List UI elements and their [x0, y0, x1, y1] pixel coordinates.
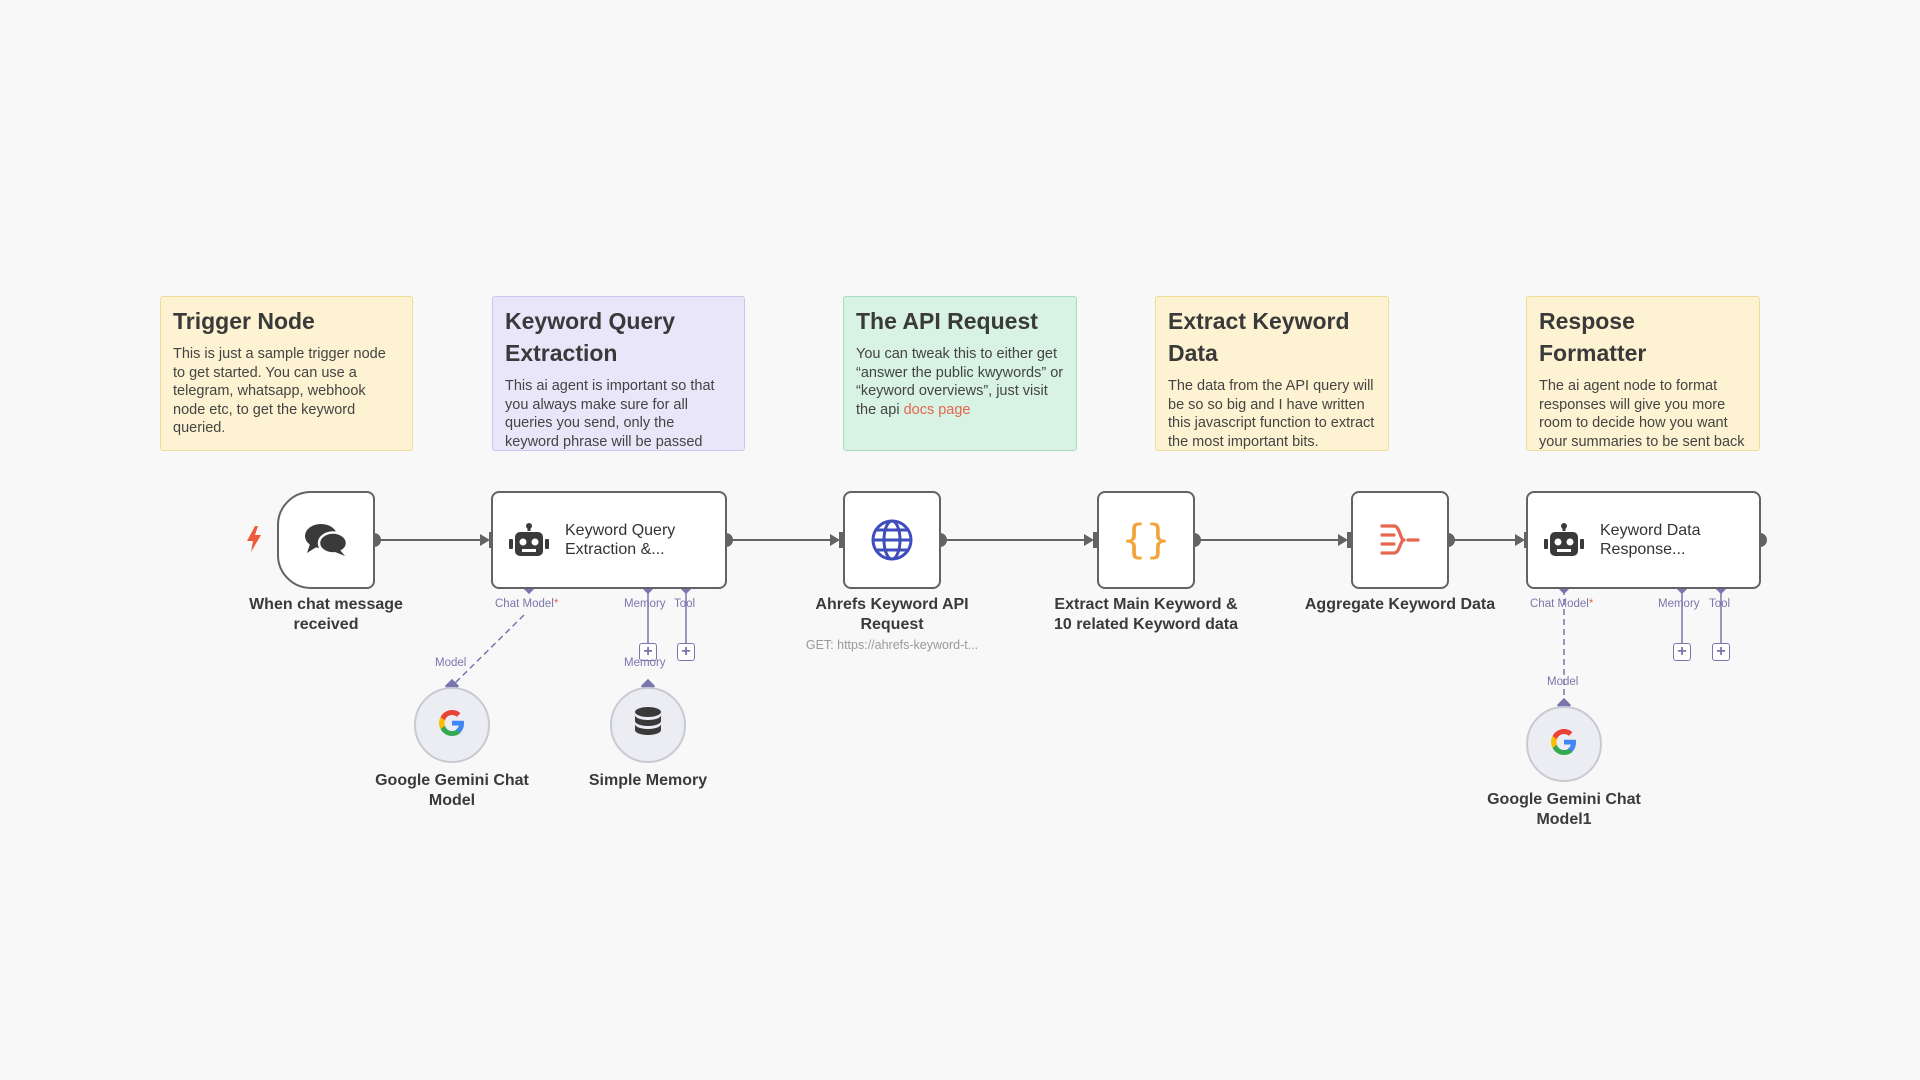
docs-page-link[interactable]: docs page [903, 401, 971, 418]
tool-port-label: Tool [674, 598, 696, 610]
note-title: Respose Formatter [1539, 308, 1647, 366]
memory-port-label: Memory [624, 598, 666, 610]
model-port-label: Model [435, 657, 467, 669]
node-label: Google Gemini Chat Model1 [1487, 791, 1641, 828]
note-title: Extract Keyword Data [1168, 308, 1350, 366]
node-inline-label: Keyword Query Extraction &... [565, 522, 676, 558]
node-label: Google Gemini Chat Model [375, 772, 529, 809]
note-body: This is just a sample trigger node to ge… [173, 346, 386, 436]
sticky-note-query-extraction[interactable]: Keyword Query Extraction This ai agent i… [492, 296, 745, 451]
note-title: Trigger Node [173, 308, 315, 334]
node-subtitle: GET: https://ahrefs-keyword-t... [805, 638, 979, 652]
add-memory-button[interactable]: + [639, 643, 657, 661]
chat-bubbles-icon [279, 493, 373, 587]
note-body: The ai agent node to format responses wi… [1539, 378, 1745, 450]
code-node[interactable]: {} [1097, 491, 1195, 589]
note-body: The data from the API query will be so s… [1168, 378, 1375, 450]
sticky-note-extract-data[interactable]: Extract Keyword Data The data from the A… [1155, 296, 1389, 451]
database-icon [634, 706, 662, 744]
memory-port-label: Memory [1658, 598, 1700, 610]
chat-trigger-node[interactable] [277, 491, 375, 589]
note-title: The API Request [856, 308, 1038, 334]
sticky-note-api-request[interactable]: The API Request You can tweak this to ei… [843, 296, 1077, 451]
gemini-model-node[interactable] [414, 687, 490, 763]
memory-port-label: Memory [624, 657, 666, 669]
model-port-label: Model [1547, 676, 1579, 688]
arrowhead-icon [1338, 534, 1348, 546]
simple-memory-node[interactable] [610, 687, 686, 763]
arrowhead-icon [1515, 534, 1525, 546]
lightning-bolt-icon [246, 526, 262, 557]
add-tool-button[interactable]: + [677, 643, 695, 661]
arrowhead-icon [830, 534, 840, 546]
robot-icon [1544, 521, 1584, 561]
node-label: Ahrefs Keyword API Request [815, 596, 969, 633]
chat-model-port-label: Chat Model* [1530, 598, 1594, 610]
http-request-node[interactable] [843, 491, 941, 589]
input-port [839, 532, 843, 548]
aggregate-icon [1353, 493, 1447, 587]
sticky-note-response-formatter[interactable]: Respose Formatter The ai agent node to f… [1526, 296, 1760, 451]
globe-icon [845, 493, 939, 587]
sticky-note-trigger[interactable]: Trigger Node This is just a sample trigg… [160, 296, 413, 451]
node-label: When chat message received [249, 596, 403, 633]
add-tool-button[interactable]: + [1712, 643, 1730, 661]
ai-agent-node-response-formatter[interactable]: Keyword Data Response... [1526, 491, 1761, 589]
add-memory-button[interactable]: + [1673, 643, 1691, 661]
arrowhead-icon [480, 534, 490, 546]
input-port [1347, 532, 1351, 548]
google-icon [437, 708, 467, 743]
code-braces-icon: {} [1121, 517, 1171, 563]
robot-icon [509, 521, 549, 561]
aggregate-node[interactable] [1351, 491, 1449, 589]
node-label: Aggregate Keyword Data [1304, 596, 1496, 613]
google-icon [1549, 727, 1579, 762]
chat-model-port-label: Chat Model* [495, 598, 559, 610]
tool-port-label: Tool [1709, 598, 1731, 610]
model-connection [451, 614, 525, 687]
note-body: This ai agent is important so that you a… [505, 378, 715, 450]
input-port [1093, 532, 1097, 548]
note-title: Keyword Query Extraction [505, 308, 675, 366]
node-label: Extract Main Keyword & 10 related Keywor… [1053, 596, 1239, 633]
note-body-text: You can tweak this to either get “answer… [856, 346, 1064, 418]
gemini-model-node[interactable] [1526, 706, 1602, 782]
node-label: Simple Memory [588, 772, 708, 789]
arrowhead-icon [1084, 534, 1094, 546]
node-inline-label: Keyword Data Response... [1600, 522, 1701, 558]
ai-agent-node-query-extraction[interactable]: Keyword Query Extraction &... [491, 491, 727, 589]
note-body: You can tweak this to either get “answer… [856, 345, 1064, 419]
